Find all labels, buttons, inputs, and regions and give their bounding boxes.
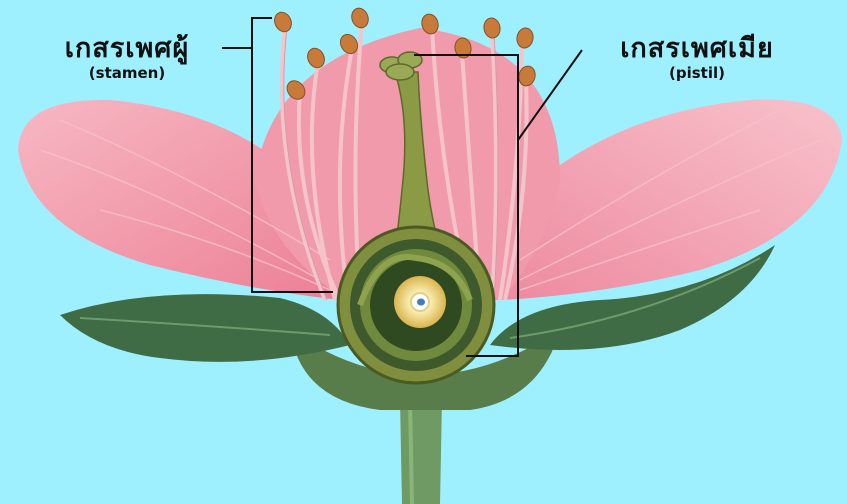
pistil-label: เกสรเพศเมีย (pistil) (582, 34, 812, 82)
stamen-label: เกสรเพศผู้ (stamen) (32, 34, 222, 82)
stamen-label-english: (stamen) (32, 64, 222, 82)
stem (400, 400, 442, 504)
sepal-left (60, 294, 350, 362)
stamen-label-thai: เกสรเพศผู้ (32, 34, 222, 64)
pistil-label-thai: เกสรเพศเมีย (582, 34, 812, 64)
pistil-label-english: (pistil) (582, 64, 812, 82)
